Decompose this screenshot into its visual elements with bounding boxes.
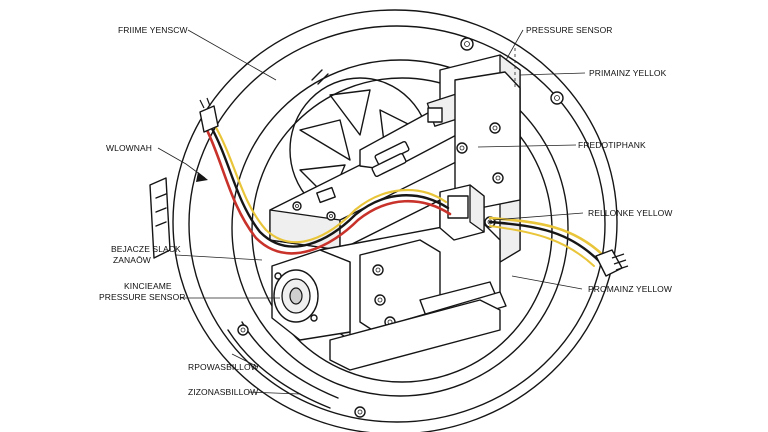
label-zizonasbillow: ZIZONASBILLOW	[188, 387, 258, 397]
leader-zizonasbillow	[247, 391, 301, 395]
rim-bolt	[550, 91, 564, 105]
leader-bejacze-slack	[175, 254, 263, 261]
rim-bolt	[237, 324, 249, 336]
leader-fredotiphank	[477, 144, 577, 148]
label-wlownah: WLOWNAH	[106, 143, 152, 153]
leader-rpowasbllow	[231, 353, 259, 368]
wire-terminal	[199, 105, 219, 133]
rim-bolt	[354, 406, 366, 418]
inner-rim-lip	[251, 77, 553, 383]
wire-yellow	[489, 225, 595, 267]
label-bejacze-slack: BEJACZE SLACK	[111, 244, 181, 254]
leader-frame-sensor	[187, 29, 277, 81]
rim-bolt	[460, 37, 474, 51]
label-rpowasbllow: RPOWASBILLOW	[188, 362, 259, 372]
rim-clip	[311, 69, 329, 85]
motor-housing	[269, 54, 521, 371]
labels: FRIIME YENSCW PRESSURE SENSOR PRIMAINZ Y…	[99, 25, 673, 397]
inner-rim	[231, 59, 569, 397]
label-bejacze-slack-2: ZANAŌW	[113, 255, 151, 265]
label-frame-sensor: FRIIME YENSCW	[118, 25, 188, 35]
leader-rellonke-yellow	[492, 212, 584, 221]
label-kincieame: KINCIEAME	[124, 281, 172, 291]
outer-rim	[172, 9, 618, 432]
outer-rim-inner	[188, 25, 606, 423]
leader-lines	[157, 29, 586, 395]
arrow-icon	[196, 172, 208, 182]
leader-promainz-yellow	[511, 275, 583, 290]
wire-black	[208, 123, 450, 248]
label-pressure-sensor-top: PRESSURE SENSOR	[526, 25, 613, 35]
front-pressure-sensor	[271, 249, 351, 341]
label-kincieame-2: PRESSURE SENSOR	[99, 292, 186, 302]
wire-black	[488, 220, 602, 264]
wire-harness-left	[199, 97, 452, 255]
leader-pressure-sensor-top	[505, 29, 524, 61]
left-mount-tab	[149, 177, 171, 259]
leader-primainz-yellok	[519, 72, 586, 76]
wire-yellow	[212, 122, 448, 244]
label-fredotiphank: FREDOTIPHANK	[578, 140, 646, 150]
outer-housing	[149, 9, 618, 432]
label-rellonke-yellow: RELLONKE YELLOW	[588, 208, 673, 218]
label-promainz-yellow: PROMAINZ YELLOW	[588, 284, 672, 294]
wire-connector	[439, 184, 496, 241]
label-primainz-yellok: PRIMAINZ YELLOK	[589, 68, 667, 78]
wire-red	[204, 126, 452, 255]
